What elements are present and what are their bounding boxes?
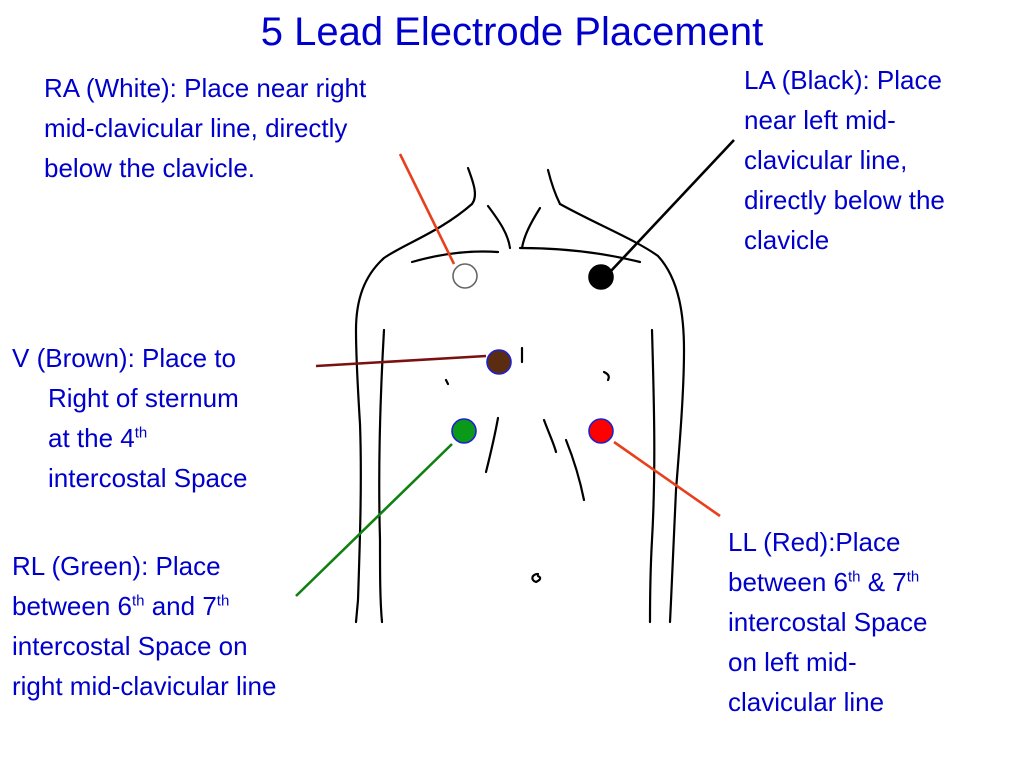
la-label-line: directly below the	[744, 185, 945, 215]
electrode-ll-red	[588, 418, 614, 444]
torso-outline	[354, 166, 686, 624]
rl-label-line: between 6th and 7th	[12, 586, 276, 626]
ll-label-line: LL (Red):Place	[728, 527, 901, 557]
left-shoulder-line	[354, 202, 474, 624]
ll-label-line: clavicular line	[728, 687, 885, 717]
ll-leader-line	[613, 440, 721, 518]
neck-tendon-left	[486, 204, 512, 250]
rl-label-line: intercostal Space on	[12, 631, 248, 661]
v-label-line: Right of sternum	[48, 383, 239, 413]
v-label-superscript: th	[134, 424, 148, 442]
left-arm-inner	[378, 328, 386, 624]
left-clavicle	[410, 250, 500, 264]
v-leader-line	[315, 354, 487, 368]
v-label-line: intercostal Space	[48, 463, 248, 493]
rl-label-superscript: th	[216, 592, 230, 610]
la-label-line: LA (Black): Place	[744, 65, 942, 95]
ll-label: LL (Red):Place between 6th & 7th interco…	[728, 522, 927, 722]
right-arm-inner	[648, 328, 656, 624]
rl-label-text: and 7	[144, 591, 217, 621]
v-label: V (Brown): Place to Right of sternum at …	[12, 338, 247, 498]
la-label: LA (Black): Place near left mid- clavicu…	[744, 60, 945, 260]
electrode-ra-white	[452, 263, 478, 289]
right-clavicle	[518, 246, 642, 264]
rl-label-superscript: th	[131, 592, 145, 610]
v-label-line: V (Brown): Place to	[12, 343, 236, 373]
right-shoulder-line	[558, 202, 686, 624]
ll-label-line: intercostal Space	[728, 607, 928, 637]
pec-mark-right	[602, 370, 610, 382]
pec-mark-left	[444, 378, 450, 386]
neck-tendon-right	[520, 206, 542, 250]
ll-label-text: & 7	[860, 567, 907, 597]
neck-left	[466, 166, 477, 206]
v-label-line: at the 4th	[12, 418, 247, 458]
rl-label-line: RL (Green): Place	[12, 551, 221, 581]
ra-label: RA (White): Place near right mid-clavicu…	[44, 68, 366, 188]
neck-right	[546, 168, 562, 206]
electrode-la-black	[588, 264, 614, 290]
electrode-v-brown	[486, 349, 512, 375]
navel	[531, 572, 542, 584]
rl-leader-line	[295, 443, 453, 597]
ra-label-line: below the clavicle.	[44, 153, 255, 183]
ra-label-line: mid-clavicular line, directly	[44, 113, 348, 143]
v-label-text: at the 4	[48, 423, 135, 453]
rib-line-left	[484, 416, 500, 474]
ll-label-superscript: th	[906, 568, 920, 586]
la-label-line: clavicular line,	[744, 145, 908, 175]
rib-line-center	[542, 418, 558, 454]
la-label-line: near left mid-	[744, 105, 896, 135]
rl-label-line: right mid-clavicular line	[12, 671, 277, 701]
rl-label-text: between 6	[12, 591, 132, 621]
rl-label: RL (Green): Place between 6th and 7th in…	[12, 546, 276, 706]
ra-leader-line	[398, 153, 456, 265]
ll-label-line: on left mid-	[728, 647, 857, 677]
ll-label-superscript: th	[847, 568, 861, 586]
rib-line-right	[564, 438, 586, 502]
ra-label-line: RA (White): Place near right	[44, 73, 367, 103]
ll-label-text: between 6	[728, 567, 848, 597]
ll-label-line: between 6th & 7th	[728, 562, 927, 602]
la-label-line: clavicle	[744, 225, 830, 255]
electrode-rl-green	[451, 418, 477, 444]
page-title: 5 Lead Electrode Placement	[260, 10, 764, 54]
la-leader-line	[609, 139, 735, 273]
